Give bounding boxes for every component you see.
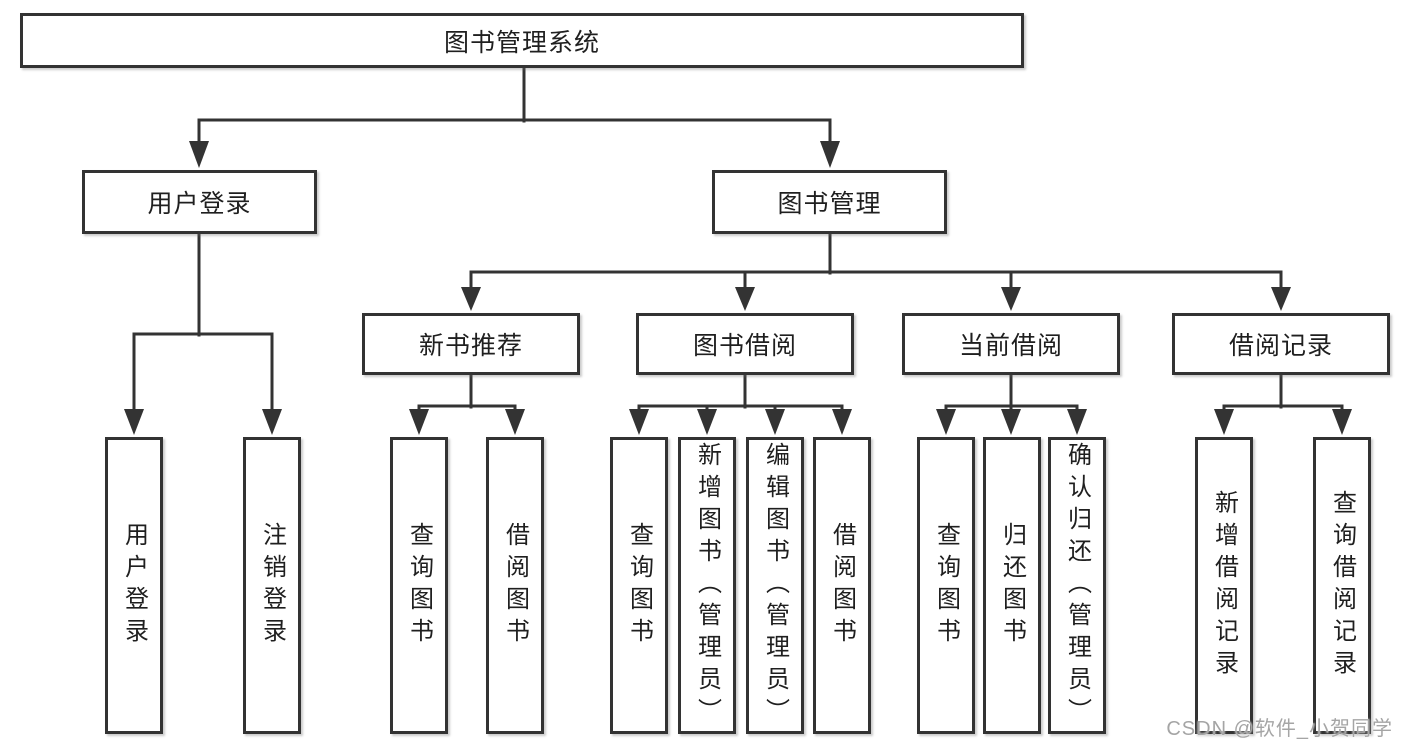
leaf-query-books-3: 查询图书 (917, 437, 975, 734)
csdn-watermark: CSDN @软件_小贺同学 (1166, 718, 1393, 740)
leaf-query-borrow-record: 查询借阅记录 (1313, 437, 1371, 734)
edge-current-borrow-children (936, 373, 1087, 435)
node-book-borrowing: 图书借阅 (636, 313, 854, 375)
leaf-confirm-return-admin: 确认归还（管理员） (1048, 437, 1106, 734)
node-user-login: 用户登录 (82, 170, 317, 234)
leaf-borrow-books-2: 借阅图书 (813, 437, 871, 734)
edge-book-borrow-children (629, 373, 852, 435)
leaf-query-books-2: 查询图书 (610, 437, 668, 734)
edge-book-mgmt-to-level3 (461, 232, 1291, 311)
node-current-borrowing: 当前借阅 (902, 313, 1120, 375)
edge-user-login-children (124, 232, 282, 435)
node-new-book-recommend: 新书推荐 (362, 313, 580, 375)
edge-new-books-children (409, 373, 525, 435)
edge-root-to-level2 (189, 66, 840, 168)
node-borrowing-records: 借阅记录 (1172, 313, 1390, 375)
leaf-add-books-admin: 新增图书（管理员） (678, 437, 736, 734)
leaf-logout: 注销登录 (243, 437, 301, 734)
node-root-system: 图书管理系统 (20, 13, 1024, 68)
leaf-borrow-books-1: 借阅图书 (486, 437, 544, 734)
node-book-management: 图书管理 (712, 170, 947, 234)
leaf-add-borrow-record: 新增借阅记录 (1195, 437, 1253, 734)
leaf-user-login: 用户登录 (105, 437, 163, 734)
leaf-query-books-1: 查询图书 (390, 437, 448, 734)
leaf-edit-books-admin: 编辑图书（管理员） (746, 437, 804, 734)
leaf-return-books: 归还图书 (983, 437, 1041, 734)
edge-borrow-records-children (1214, 373, 1352, 435)
